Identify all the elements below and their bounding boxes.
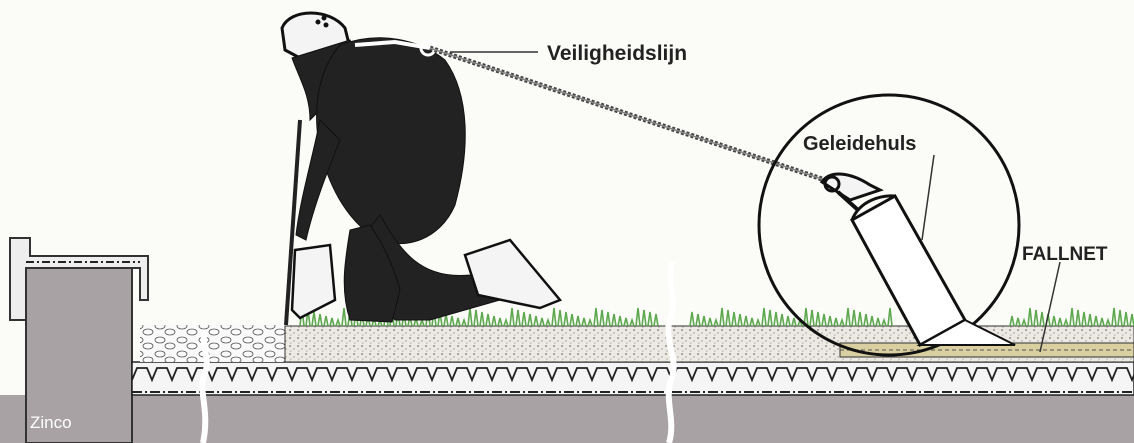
- label-safety-line: Veiligheidslijn: [547, 42, 687, 65]
- label-fallnet: FALLNET: [1022, 244, 1108, 265]
- roof-slab: [0, 395, 1134, 443]
- image-credit: Zinco: [30, 413, 72, 433]
- label-guide-sleeve: Geleidehuls: [803, 133, 916, 155]
- anchor-sleeve: [822, 174, 1015, 345]
- worker-figure: [282, 13, 560, 325]
- break-line-mid: [668, 262, 673, 443]
- pebble-strip: [140, 325, 285, 362]
- leader-guide-sleeve: [922, 155, 934, 240]
